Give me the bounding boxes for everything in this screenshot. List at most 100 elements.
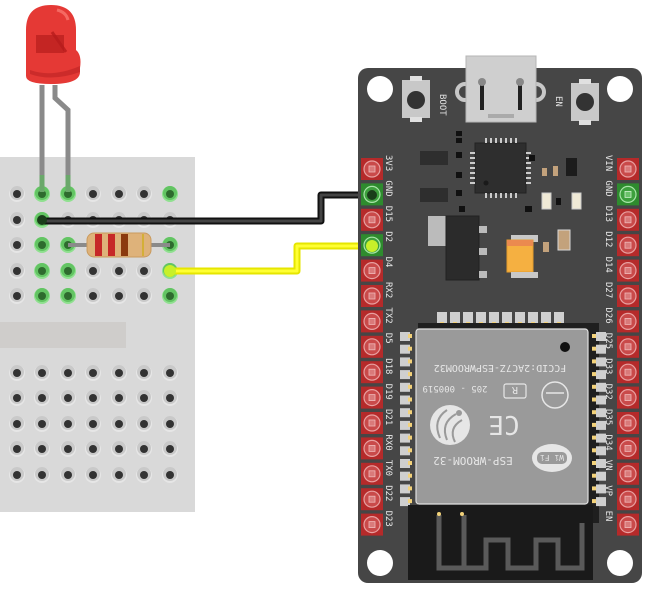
pin-gnd[interactable] (617, 183, 639, 206)
pin-d4[interactable] (361, 259, 383, 282)
breadboard-hole[interactable] (162, 390, 178, 406)
breadboard-hole[interactable] (111, 288, 127, 304)
breadboard-hole[interactable] (85, 390, 101, 406)
breadboard-hole[interactable] (34, 441, 50, 457)
breadboard-hole[interactable] (9, 212, 25, 228)
breadboard-hole[interactable] (111, 441, 127, 457)
breadboard-hole[interactable] (111, 467, 127, 483)
breadboard-hole[interactable] (60, 467, 76, 483)
pin-label: D19 (383, 384, 393, 400)
pin-d35[interactable] (617, 412, 639, 434)
breadboard-hole[interactable] (34, 390, 50, 406)
breadboard-hole[interactable] (111, 186, 127, 202)
breadboard-hole[interactable] (9, 416, 25, 432)
pin-d33[interactable] (617, 361, 639, 384)
breadboard-hole-connected[interactable] (34, 288, 50, 304)
breadboard-hole[interactable] (60, 441, 76, 457)
model-text: ESP-WROOM-32 (433, 454, 512, 467)
pin-d21[interactable] (361, 412, 383, 434)
breadboard-hole[interactable] (85, 263, 101, 279)
breadboard-hole[interactable] (85, 441, 101, 457)
breadboard-hole[interactable] (9, 263, 25, 279)
breadboard-hole-connected[interactable] (162, 288, 178, 304)
breadboard-hole[interactable] (9, 441, 25, 457)
breadboard-hole[interactable] (85, 416, 101, 432)
pin-d26[interactable] (617, 310, 639, 333)
pin-rx0[interactable] (361, 437, 383, 460)
breadboard-hole-connected[interactable] (34, 237, 50, 253)
breadboard-hole[interactable] (85, 186, 101, 202)
breadboard-hole[interactable] (9, 365, 25, 381)
breadboard-hole[interactable] (162, 441, 178, 457)
breadboard-hole[interactable] (85, 365, 101, 381)
breadboard-hole[interactable] (85, 288, 101, 304)
breadboard-hole[interactable] (162, 416, 178, 432)
breadboard-hole[interactable] (9, 288, 25, 304)
breadboard-hole[interactable] (136, 441, 152, 457)
breadboard-hole[interactable] (136, 365, 152, 381)
breadboard-hole[interactable] (85, 467, 101, 483)
pin-vp[interactable] (617, 488, 639, 511)
breadboard-hole-connected[interactable] (60, 288, 76, 304)
pin-label: VN (603, 460, 613, 471)
breadboard-hole-connected[interactable] (34, 263, 50, 279)
breadboard-hole[interactable] (136, 288, 152, 304)
breadboard-hole[interactable] (111, 390, 127, 406)
breadboard-hole[interactable] (9, 186, 25, 202)
breadboard-hole[interactable] (136, 263, 152, 279)
breadboard-hole[interactable] (162, 365, 178, 381)
pin-d12[interactable] (617, 234, 639, 257)
pin-d22[interactable] (361, 488, 383, 511)
telec-mark-icon (541, 381, 569, 409)
breadboard-hole[interactable] (136, 186, 152, 202)
breadboard-hole[interactable] (34, 416, 50, 432)
pin-d23[interactable] (361, 513, 383, 536)
pin-tx0[interactable] (361, 462, 383, 485)
boot-button[interactable] (402, 76, 430, 122)
pin-en[interactable] (617, 513, 639, 536)
breadboard-hole[interactable] (9, 390, 25, 406)
pin-d27[interactable] (617, 285, 639, 307)
breadboard-hole-connected[interactable] (34, 186, 50, 202)
pin-d5[interactable] (361, 335, 383, 358)
usb-connector[interactable] (455, 55, 546, 123)
pin-d19[interactable] (361, 386, 383, 409)
pin-3v3[interactable] (361, 158, 383, 180)
breadboard-hole[interactable] (60, 365, 76, 381)
breadboard-hole[interactable] (136, 416, 152, 432)
pin-tx2[interactable] (361, 310, 383, 333)
breadboard-hole[interactable] (136, 390, 152, 406)
breadboard-hole[interactable] (34, 467, 50, 483)
pin-vin[interactable] (617, 158, 639, 180)
pin-label: 3V3 (383, 155, 393, 171)
breadboard-hole[interactable] (9, 467, 25, 483)
breadboard-hole[interactable] (9, 237, 25, 253)
breadboard-hole[interactable] (60, 390, 76, 406)
breadboard-hole[interactable] (111, 263, 127, 279)
breadboard-hole[interactable] (111, 365, 127, 381)
pin-d18[interactable] (361, 361, 383, 384)
pin-d14[interactable] (617, 259, 639, 282)
breadboard-hole[interactable] (34, 365, 50, 381)
en-button[interactable] (571, 79, 599, 125)
breadboard-hole-connected[interactable] (162, 186, 178, 202)
pin-rx2[interactable] (361, 285, 383, 307)
pin-label: D34 (603, 434, 613, 450)
pin-d15[interactable] (361, 208, 383, 231)
breadboard-hole[interactable] (162, 467, 178, 483)
en-label: EN (553, 96, 563, 107)
pin-label: GND (383, 180, 393, 196)
pin-d34[interactable] (617, 437, 639, 460)
pin-d25[interactable] (617, 335, 639, 358)
fcc-id-text: FCCID:2AC7Z-ESPWROOM32 (434, 362, 566, 373)
breadboard-hole[interactable] (136, 467, 152, 483)
pin-d13[interactable] (617, 208, 639, 231)
breadboard-hole-connected[interactable] (60, 263, 76, 279)
resistor-band (121, 234, 128, 256)
pin-vn[interactable] (617, 462, 639, 485)
pin-label: D23 (383, 511, 393, 527)
breadboard-hole[interactable] (111, 416, 127, 432)
breadboard-hole[interactable] (60, 416, 76, 432)
pin-d32[interactable] (617, 386, 639, 409)
breadboard-hole-connected[interactable] (60, 186, 76, 202)
